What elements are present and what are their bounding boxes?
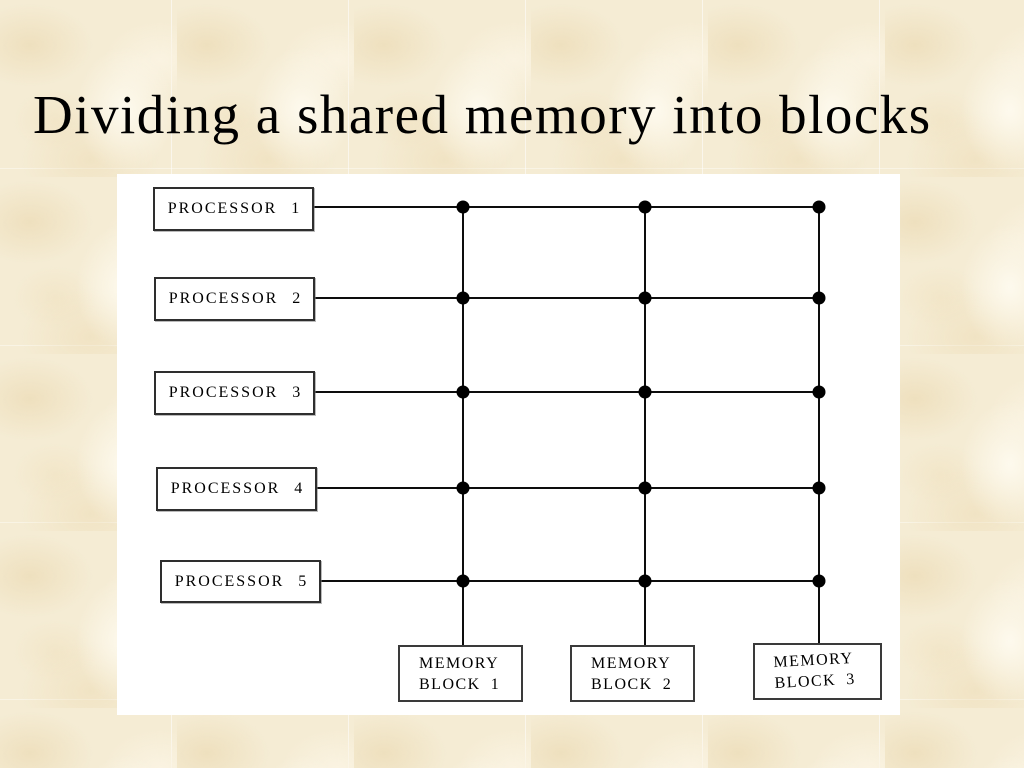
crosspoint-dot [456, 385, 470, 399]
processor-box-1: PROCESSOR 1 [153, 187, 314, 231]
processor3-h-line [314, 391, 820, 393]
crosspoint-dot [456, 200, 470, 214]
crosspoint-dot [812, 574, 826, 588]
processor-label: PROCESSOR [174, 572, 285, 590]
processor-number: 5 [298, 572, 307, 590]
crosspoint-dot [456, 481, 470, 495]
memory-block-number: 1 [490, 675, 499, 693]
processor-number: 3 [292, 384, 301, 401]
memory-block-number: 3 [845, 670, 855, 688]
memory1-v-line [462, 206, 464, 645]
crosspoint-dot [812, 291, 826, 305]
memory-block-number: 2 [662, 675, 671, 693]
crosspoint-dot [456, 291, 470, 305]
memory2-v-line [644, 206, 646, 645]
crosspoint-dot [638, 574, 652, 588]
memory-block-line1: MEMORY [591, 654, 672, 672]
crosspoint-dot [812, 481, 826, 495]
processor4-h-line [316, 487, 820, 489]
processor-label: PROCESSOR [170, 480, 281, 497]
processor1-h-line [314, 206, 820, 208]
processor-label: PROCESSOR [168, 384, 279, 401]
processor-box-5: PROCESSOR 5 [160, 560, 321, 603]
processor-box-3: PROCESSOR 3 [154, 371, 315, 415]
crosspoint-dot [456, 574, 470, 588]
crosspoint-dot [812, 385, 826, 399]
crosspoint-dot [812, 200, 826, 214]
crosspoint-dot [638, 385, 652, 399]
processor-box-4: PROCESSOR 4 [156, 467, 317, 511]
processor5-h-line [318, 580, 820, 582]
crosspoint-dot [638, 481, 652, 495]
processor-label: PROCESSOR [168, 290, 279, 307]
processor-label: PROCESSOR [167, 200, 278, 217]
memory-block-line1: MEMORY [419, 654, 500, 672]
slide-title: Dividing a shared memory into blocks [33, 84, 932, 145]
crosspoint-dot [638, 291, 652, 305]
crosspoint-dot [638, 200, 652, 214]
processor-number: 4 [294, 480, 303, 497]
diagram-panel [117, 174, 900, 715]
processor-number: 1 [291, 200, 300, 217]
processor-number: 2 [292, 290, 301, 307]
processor-box-2: PROCESSOR 2 [154, 277, 315, 321]
memory3-v-line [818, 206, 820, 643]
processor2-h-line [314, 297, 820, 299]
